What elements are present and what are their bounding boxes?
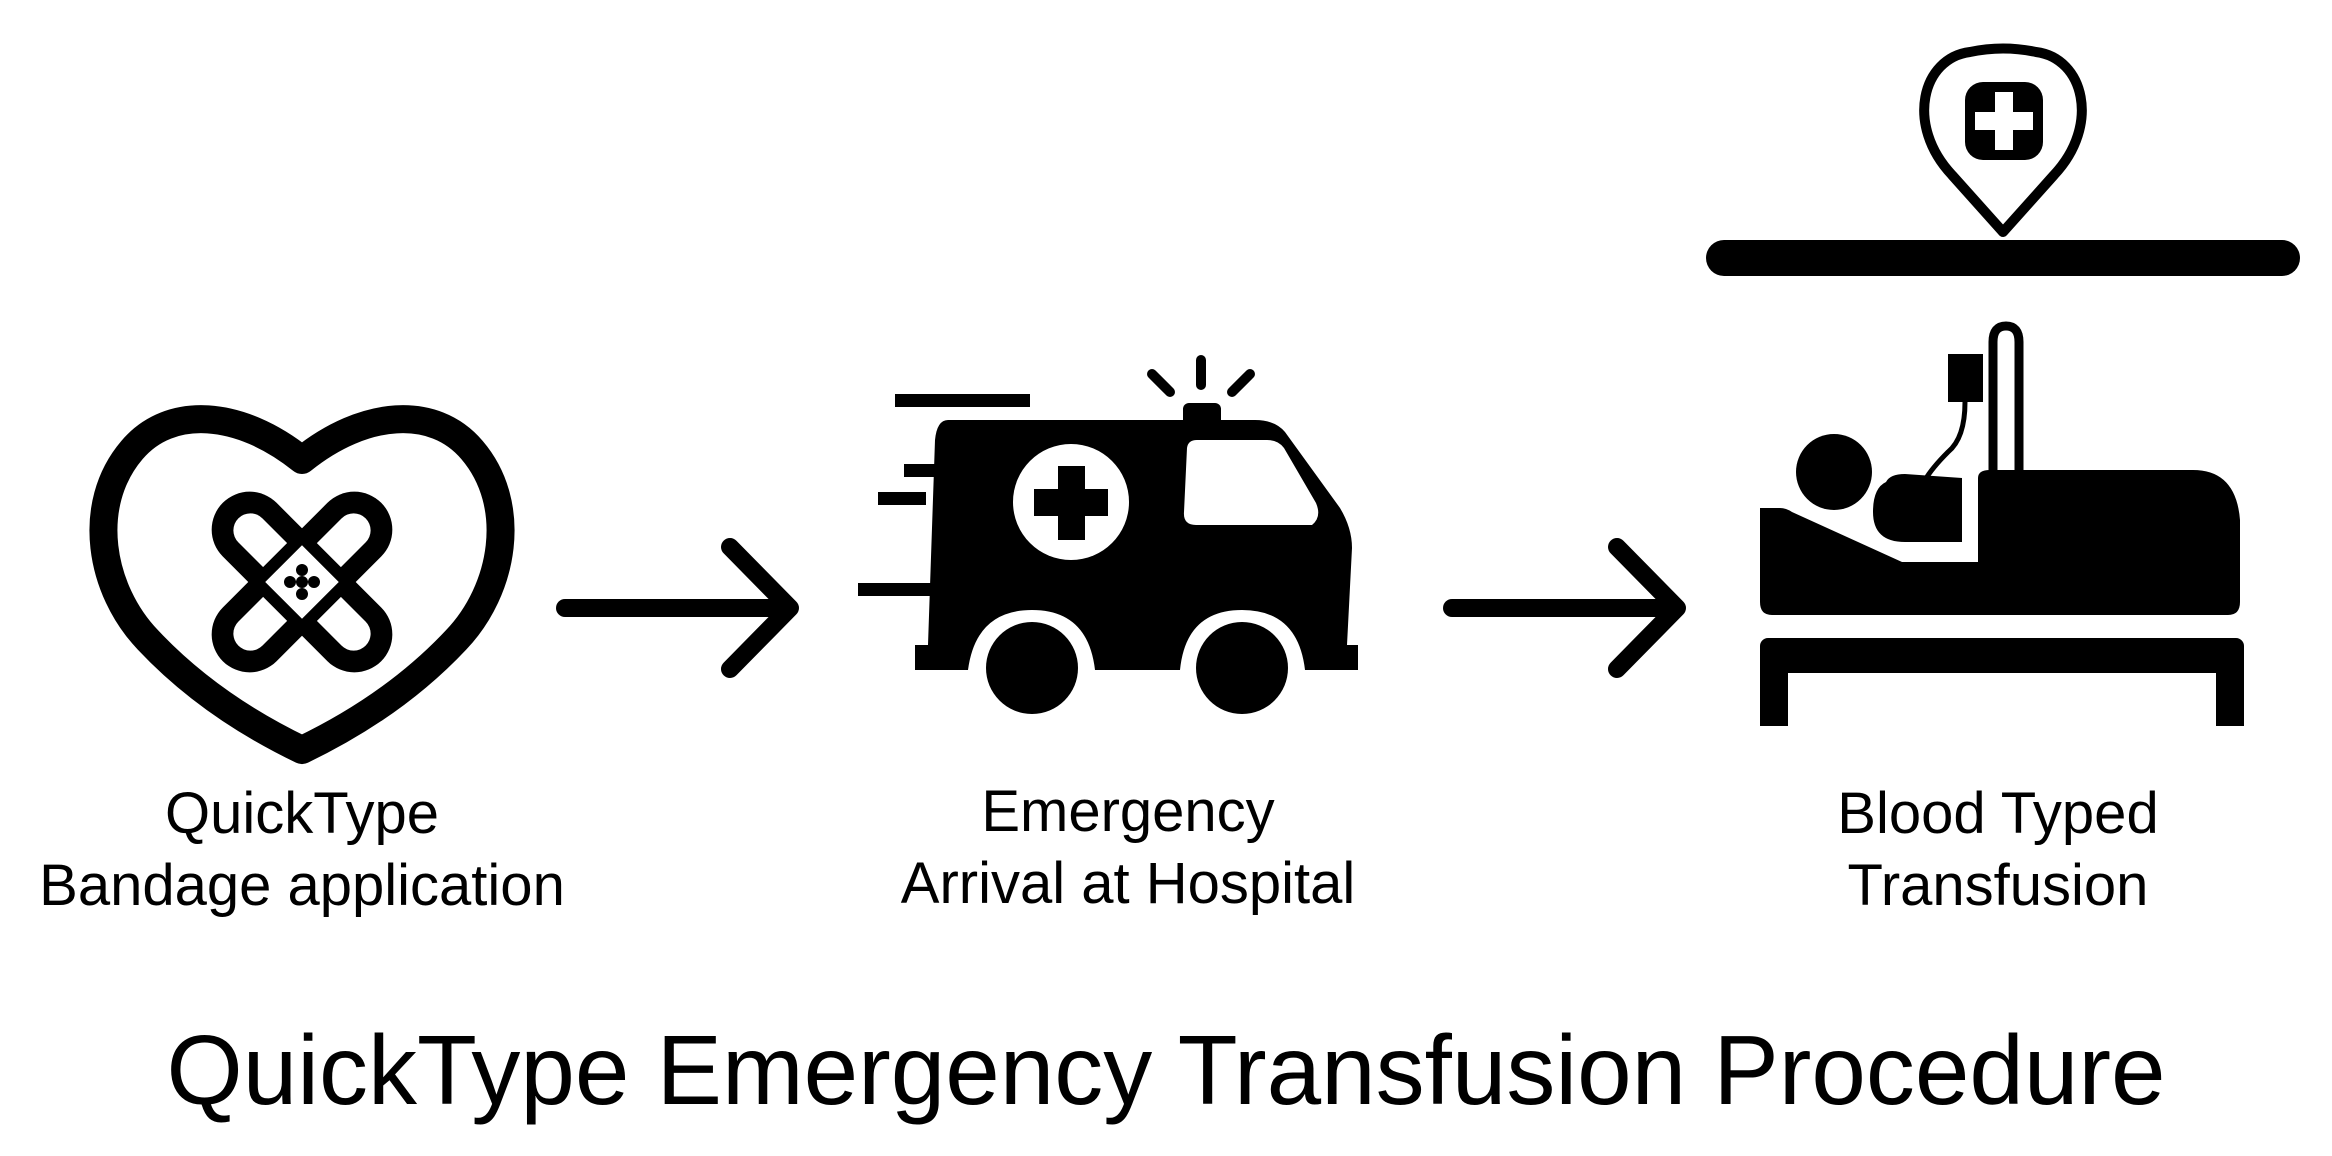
- arrow-right-icon: [556, 538, 799, 678]
- page-title: QuickType Emergency Transfusion Procedur…: [166, 1015, 2166, 1125]
- hospital-bed-transfusion-icon: [1706, 43, 2300, 726]
- location-pin-icon: [1919, 43, 2087, 237]
- step-label-line: QuickType: [165, 781, 439, 846]
- step-label-line: Blood Typed: [1837, 781, 2159, 846]
- step-label-line: Emergency: [981, 779, 1275, 844]
- step-label-line: Transfusion: [1847, 853, 2149, 918]
- step-label-ambulance: Emergency Arrival at Hospital: [901, 776, 1355, 920]
- arrow-right-icon: [1443, 538, 1686, 678]
- step-label-transfusion: Blood Typed Transfusion: [1837, 778, 2158, 922]
- heart-bandage-icon: [89, 405, 515, 764]
- step-label-bandage: QuickType Bandage application: [39, 778, 565, 922]
- step-label-line: Arrival at Hospital: [900, 851, 1356, 916]
- step-label-line: Bandage application: [39, 853, 565, 918]
- ambulance-icon: [858, 355, 1358, 714]
